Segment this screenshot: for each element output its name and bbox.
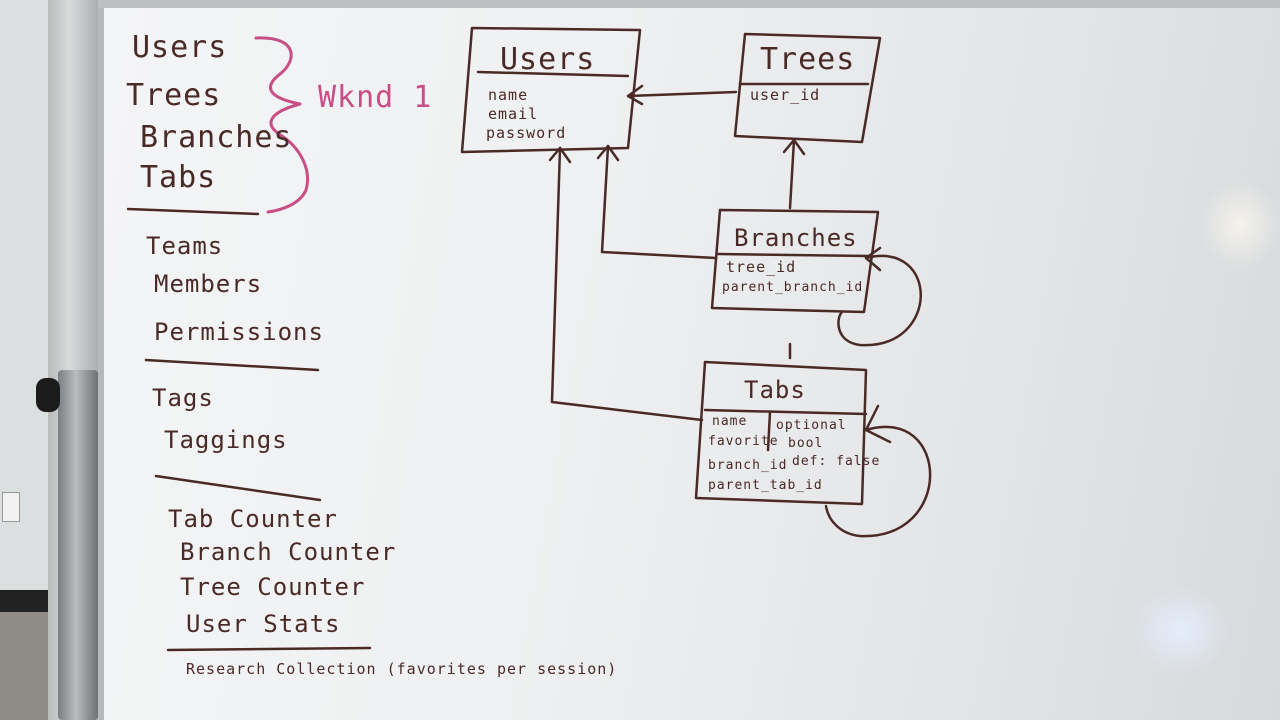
list-item-branches: Branches (140, 120, 293, 155)
list-item-tags: Tags (152, 384, 214, 412)
list-item-trees: Trees (126, 78, 222, 113)
users-field-password: password (486, 124, 567, 142)
arrowhead (782, 138, 806, 156)
list-item-members: Members (154, 270, 263, 298)
list-item-tabs: Tabs (140, 160, 217, 195)
arrowhead (864, 404, 892, 444)
branches-header-line (716, 252, 870, 258)
branches-self-relation (837, 254, 922, 347)
tabs-field-name: name (712, 414, 748, 429)
list-item-research-collection: Research Collection (favorites per sessi… (186, 660, 618, 678)
tabs-field-branch-id: branch_id (708, 458, 788, 473)
board-stand (58, 370, 98, 720)
pink-brace (254, 36, 309, 214)
tabs-note-default: def: false (792, 454, 881, 469)
tabs-users-relation (550, 146, 704, 422)
arrowhead (626, 84, 644, 106)
light-glare (1130, 585, 1230, 675)
list-item-taggings: Taggings (164, 426, 288, 454)
divider-line (166, 646, 372, 652)
baseboard (0, 590, 48, 612)
weekend-note: Wknd 1 (318, 80, 433, 115)
list-item-tree-counter: Tree Counter (180, 573, 366, 601)
tabs-column-divider (766, 410, 772, 452)
whiteboard (98, 0, 1280, 720)
arrowhead (864, 246, 882, 272)
list-item-tab-counter: Tab Counter (168, 505, 338, 533)
branches-field-parent-branch-id: parent_branch_id (722, 280, 864, 295)
list-item-branch-counter: Branch Counter (180, 538, 397, 566)
branches-table-title: Branches (734, 224, 858, 252)
trees-users-relation (628, 90, 738, 98)
tabs-field-favorite: favorite (708, 434, 779, 449)
tabs-note-optional: optional (776, 418, 847, 433)
divider-line (144, 358, 320, 372)
tabs-table-box (694, 360, 868, 506)
trees-table-box (733, 32, 882, 144)
wall (0, 0, 48, 590)
branches-users-relation (600, 144, 718, 260)
trees-table-title: Trees (760, 42, 856, 77)
trees-field-user-id: user_id (750, 86, 821, 104)
users-header-line (476, 70, 630, 78)
branches-trees-relation (788, 138, 796, 210)
arrowhead (596, 144, 620, 162)
arrowhead (548, 146, 572, 164)
list-item-teams: Teams (146, 232, 224, 260)
list-item-user-stats: User Stats (186, 610, 341, 638)
tabs-self-relation (824, 425, 932, 538)
tabs-header-line (703, 408, 868, 416)
divider-line (126, 207, 260, 216)
stand-knob (36, 378, 60, 412)
tabs-note-bool: bool (788, 436, 824, 451)
tabs-field-parent-tab-id: parent_tab_id (708, 478, 823, 493)
divider-line (154, 474, 322, 502)
list-item-users: Users (132, 30, 228, 65)
users-table-title: Users (500, 42, 596, 77)
users-field-name: name (488, 86, 529, 104)
branches-table-box (710, 208, 880, 314)
wall-outlet (2, 492, 20, 522)
users-table-box (460, 26, 642, 154)
board-top-rail (98, 0, 1280, 8)
tabs-table-title: Tabs (744, 376, 806, 404)
list-item-permissions: Permissions (154, 318, 324, 346)
users-field-email: email (488, 105, 539, 123)
branches-field-tree-id: tree_id (726, 258, 797, 276)
light-glare (1200, 180, 1280, 270)
